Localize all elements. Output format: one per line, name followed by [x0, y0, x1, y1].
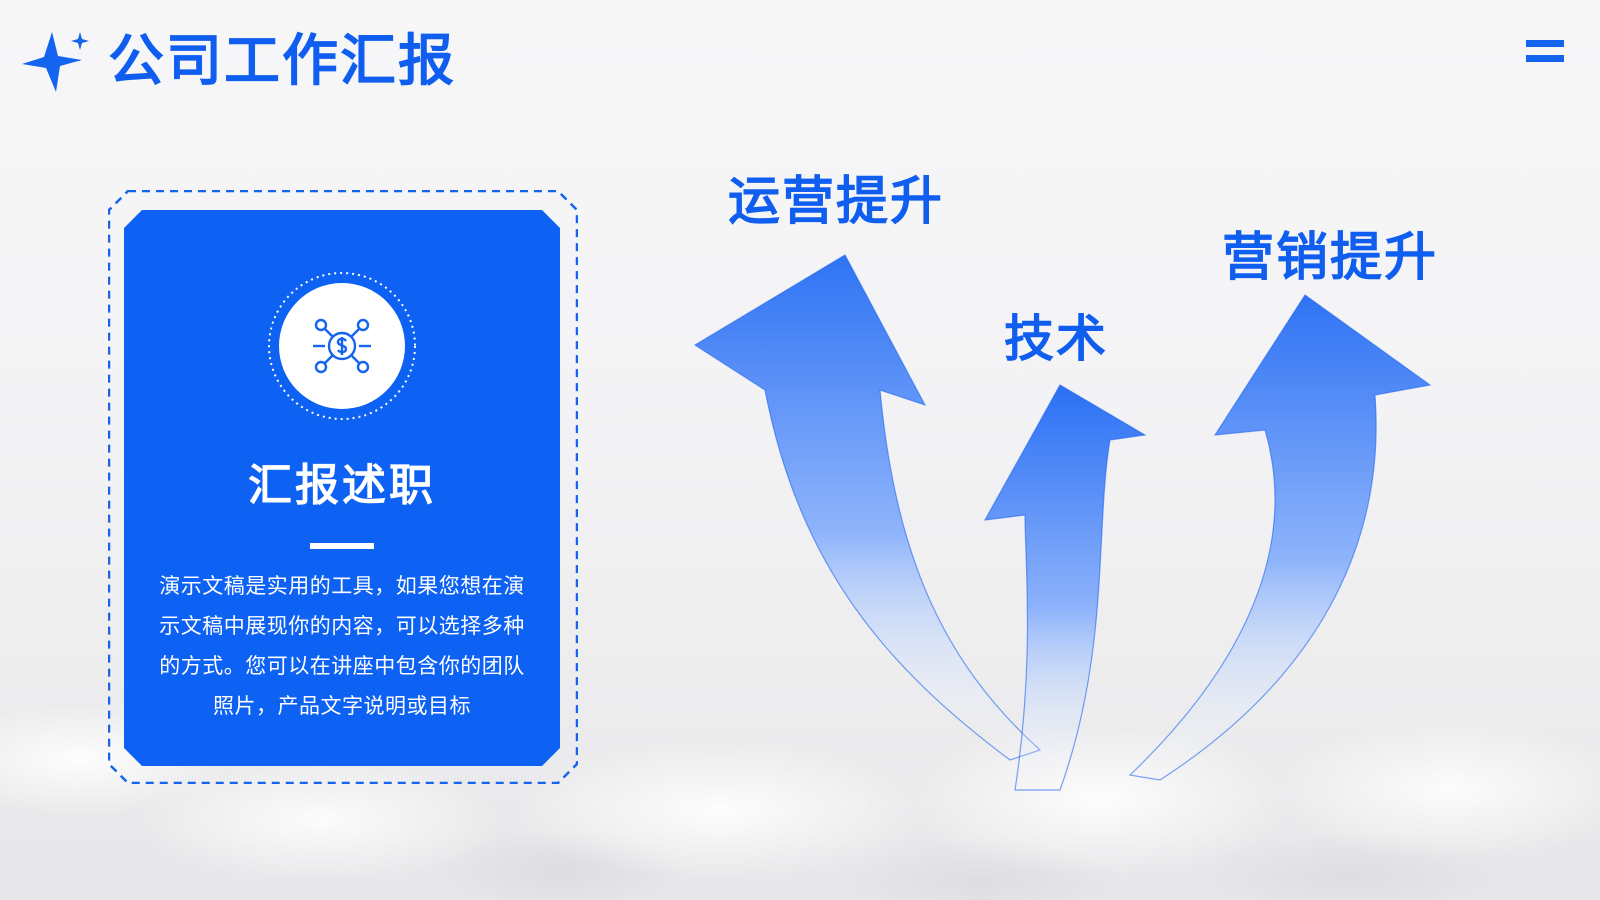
label-marketing-improvement: 营销提升 — [1222, 228, 1439, 288]
arrow-technology — [983, 384, 1147, 791]
label-operations-improvement: 运营提升 — [728, 172, 945, 232]
menu-icon[interactable] — [1526, 38, 1564, 64]
label-technology: 技术 — [1004, 310, 1108, 368]
card-dashed-border — [108, 190, 578, 784]
growth-arrows — [693, 254, 1432, 791]
badge-dotted-ring — [266, 270, 418, 422]
money-network-icon — [311, 315, 373, 377]
arrow-operations — [693, 254, 1042, 761]
card-title: 汇报述职 — [248, 460, 436, 511]
page-title: 公司工作汇报 — [108, 29, 456, 94]
arrow-marketing — [1128, 294, 1432, 781]
card-panel: 汇报述职 演示文稿是实用的工具，如果您想在演示文稿中展现你的内容，可以选择多种的… — [124, 210, 560, 766]
card-divider — [310, 543, 374, 549]
report-card: 汇报述职 演示文稿是实用的工具，如果您想在演示文稿中展现你的内容，可以选择多种的… — [108, 190, 578, 784]
star-logo-icon — [22, 32, 89, 92]
card-description: 演示文稿是实用的工具，如果您想在演示文稿中展现你的内容，可以选择多种的方式。您可… — [159, 574, 525, 718]
